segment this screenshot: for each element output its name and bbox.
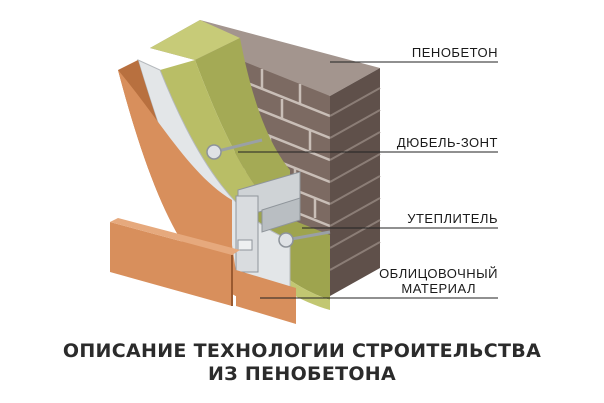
label-foam-concrete: ПЕНОБЕТОН — [411, 45, 498, 60]
label-insulation: УТЕПЛИТЕЛЬ — [407, 211, 498, 226]
cladding-panels — [110, 60, 296, 324]
label-cladding-line2: МАТЕРИАЛ — [401, 281, 476, 296]
dowel-anchors — [206, 138, 331, 248]
label-dowel: ДЮБЕЛЬ-ЗОНТ — [396, 135, 498, 150]
label-cladding-line1: ОБЛИЦОВОЧНЫЙ — [379, 266, 498, 281]
caption-line1: ОПИСАНИЕ ТЕХНОЛОГИИ СТРОИТЕЛЬСТВА — [62, 340, 542, 362]
metal-bracket — [235, 171, 301, 273]
caption-line2: ИЗ ПЕНОБЕТОНА — [207, 363, 397, 385]
leader-lines — [238, 61, 498, 299]
